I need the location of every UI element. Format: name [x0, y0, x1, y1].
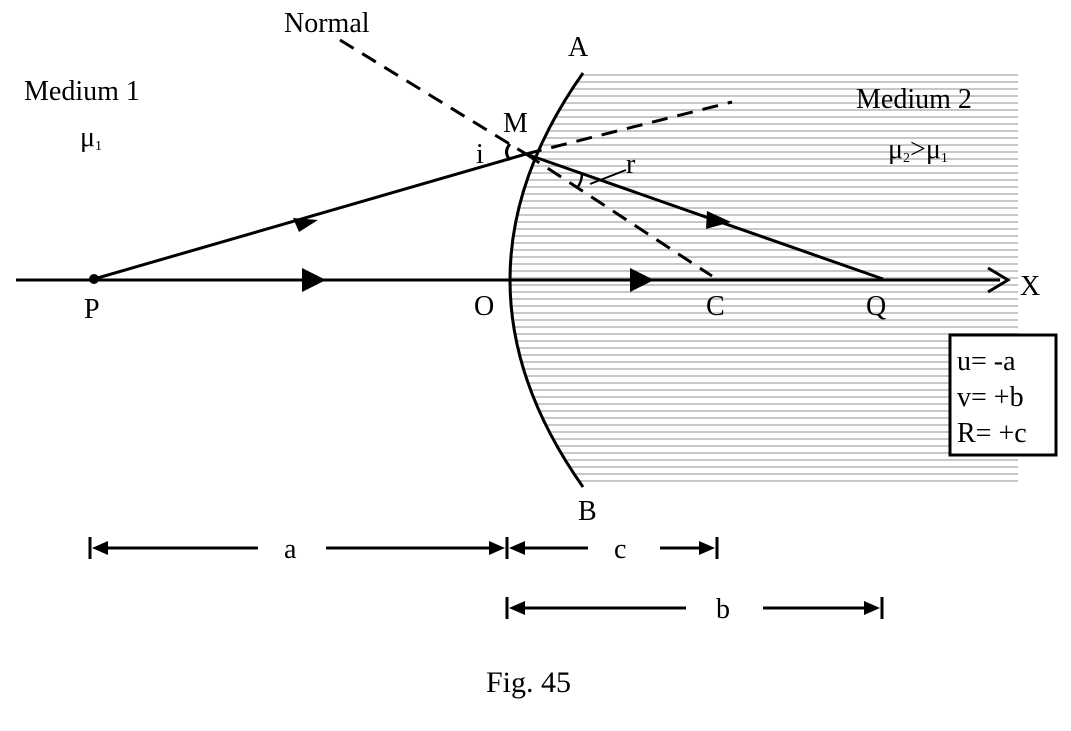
label-i: i	[476, 139, 484, 170]
distance-b	[505, 597, 884, 619]
sign-convention-box	[948, 333, 1058, 457]
distance-c	[505, 537, 719, 559]
sign-r: R= +c	[957, 418, 1027, 449]
refracted-ray	[525, 152, 884, 281]
angle-r-pointer	[589, 169, 627, 185]
label-b: b	[716, 594, 730, 625]
refracted-ray-arrow	[706, 211, 731, 229]
incident-ray	[93, 152, 527, 281]
label-medium2: Medium 2	[856, 84, 972, 115]
label-r: r	[626, 149, 636, 180]
label-O: O	[474, 291, 494, 322]
label-a: a	[284, 534, 297, 565]
label-Q: Q	[866, 291, 886, 322]
axis-direction-arrow-2	[630, 268, 654, 292]
label-C: C	[706, 291, 725, 322]
sign-v: v= +b	[957, 382, 1024, 413]
label-normal: Normal	[284, 8, 370, 39]
point-p-dot	[89, 274, 99, 284]
label-medium1: Medium 1	[24, 76, 140, 107]
label-mu2-relation: μ2>μ1	[888, 134, 948, 166]
incident-extension	[525, 100, 733, 156]
label-M: M	[503, 108, 528, 139]
figure-caption: Fig. 45	[486, 666, 571, 699]
label-A: A	[568, 32, 589, 63]
axis-direction-arrow-1	[302, 268, 326, 292]
label-mu1: μ1	[80, 122, 102, 154]
axis-arrowhead	[987, 266, 1011, 294]
label-X: X	[1020, 271, 1040, 302]
incident-ray-arrow	[293, 218, 318, 232]
label-c: c	[614, 534, 626, 565]
sign-u: u= -a	[957, 346, 1016, 377]
label-B: B	[578, 496, 597, 527]
angle-i-arc	[505, 143, 512, 161]
normal-line-inner	[525, 152, 713, 278]
normal-line-outer	[339, 38, 527, 156]
distance-a	[88, 537, 505, 559]
label-P: P	[84, 294, 100, 325]
angle-r-arc	[576, 172, 584, 189]
